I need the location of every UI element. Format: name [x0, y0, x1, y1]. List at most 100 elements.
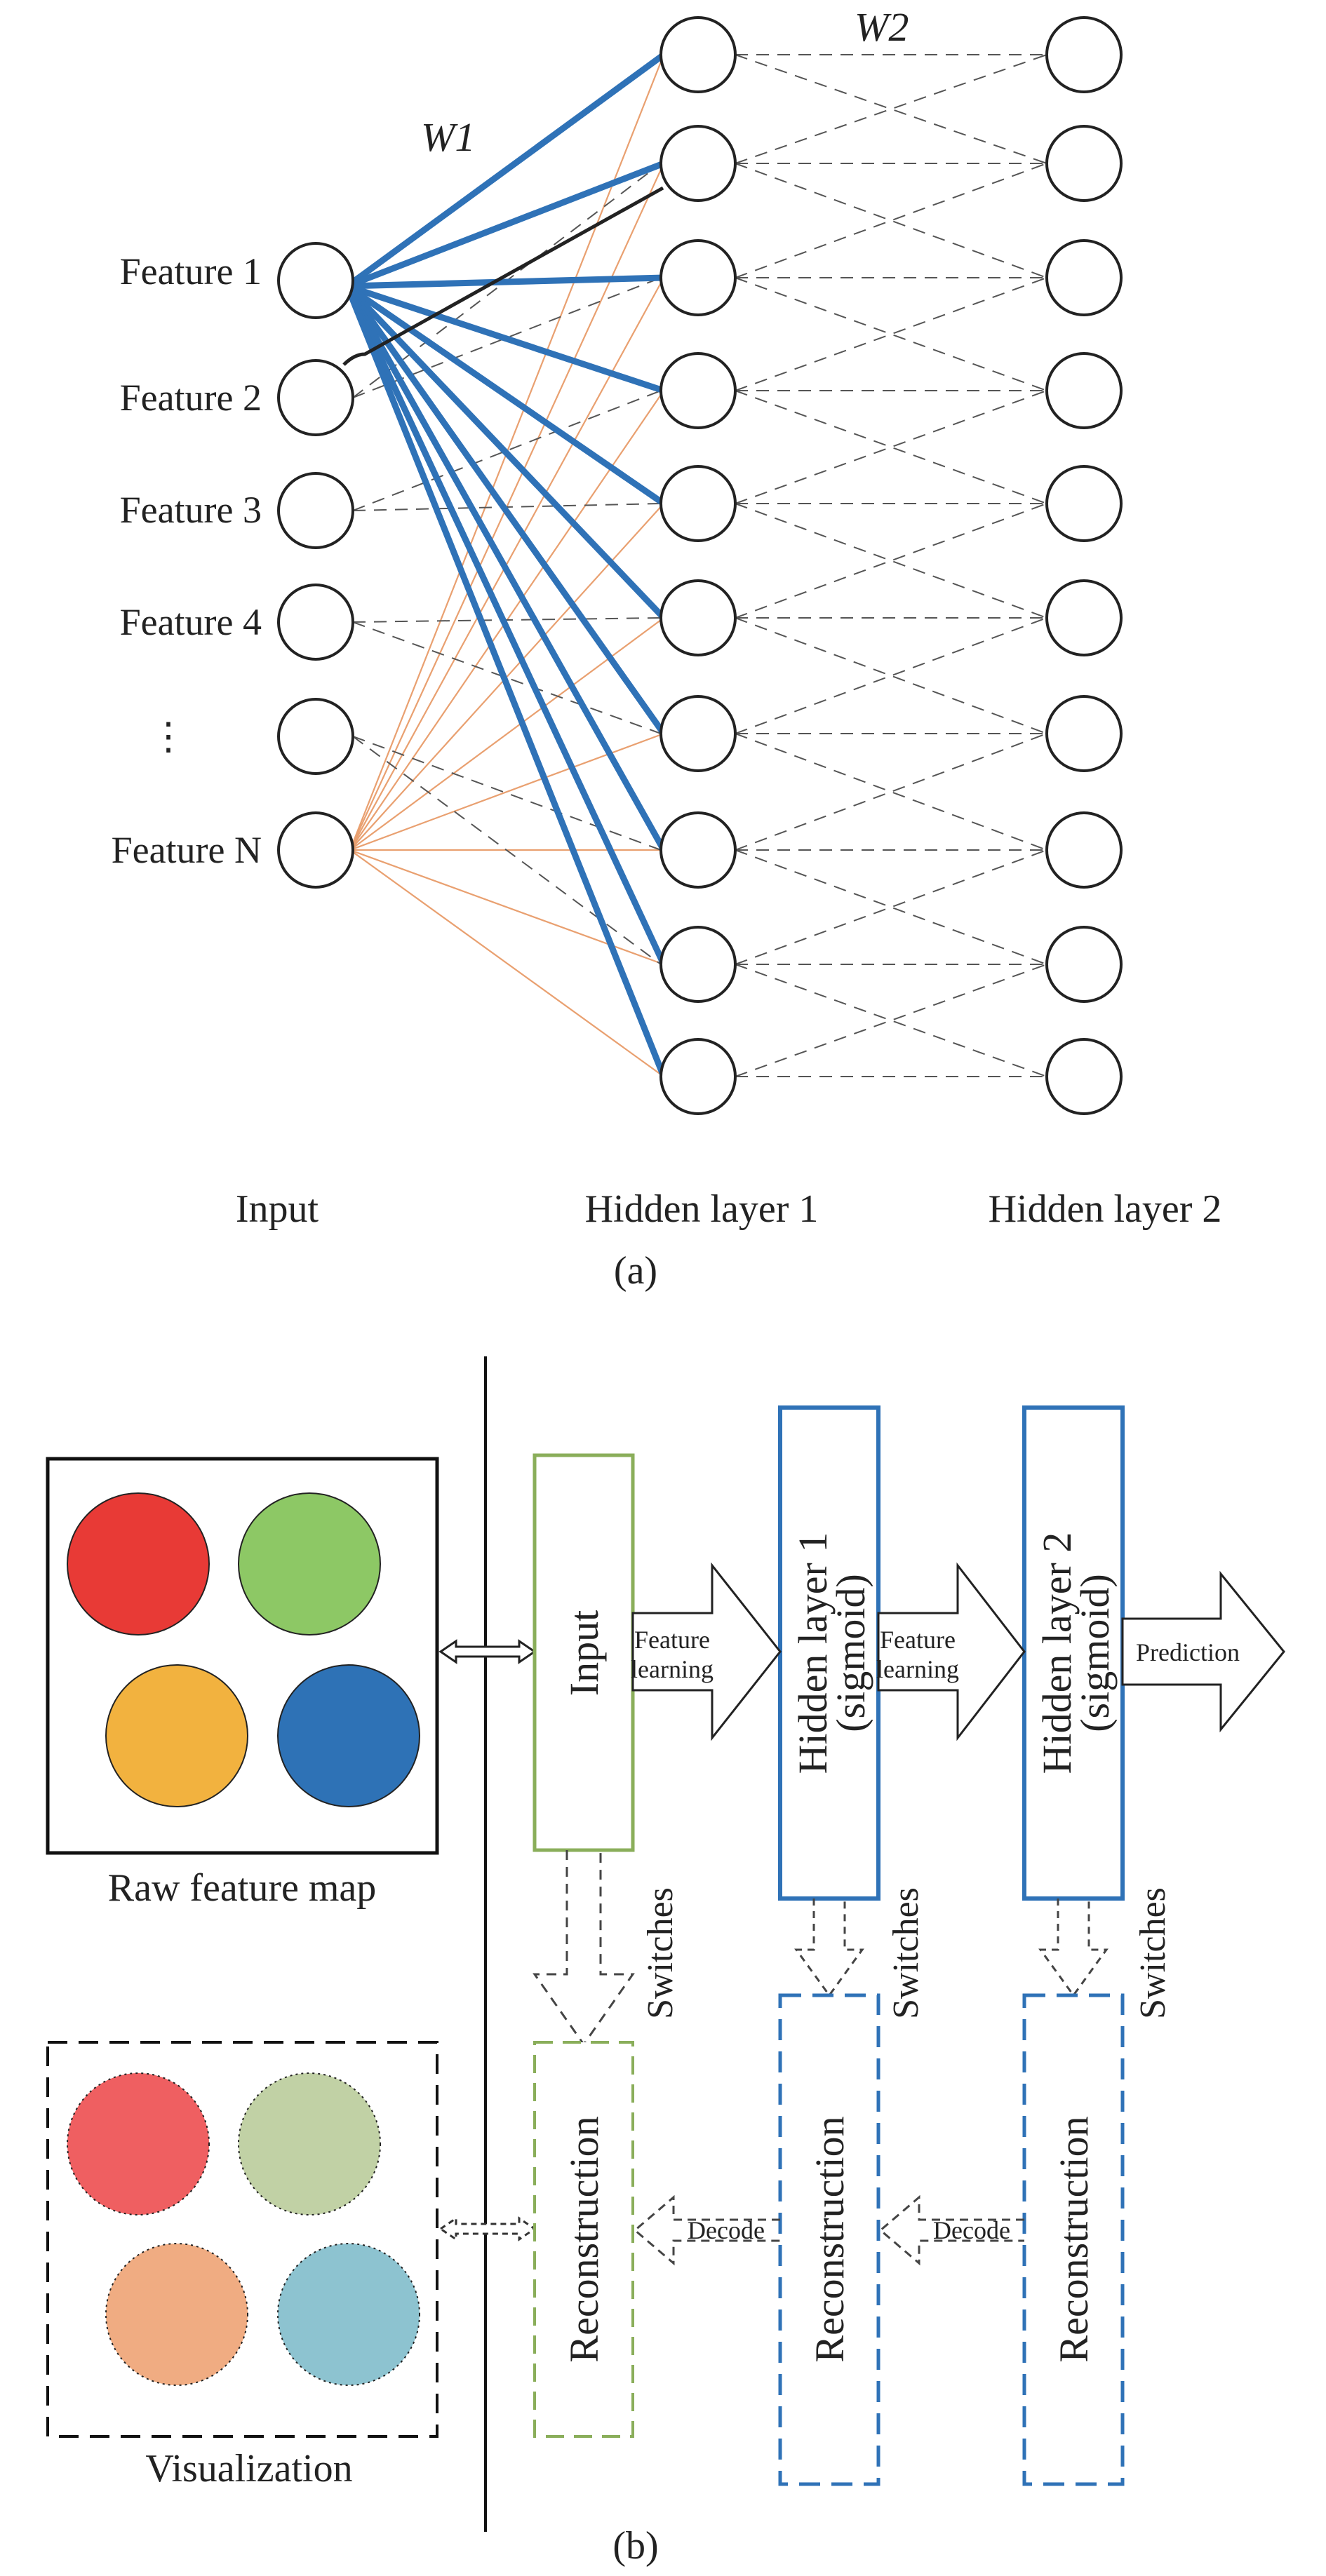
w2-edge — [735, 163, 1047, 278]
hidden1-box-title: Hidden layer 1 — [790, 1532, 836, 1774]
reconstruction-input-box — [533, 2041, 634, 2438]
input-label-feature-n: Feature N — [112, 829, 262, 871]
w1-edge — [352, 736, 662, 965]
feature1-edge — [344, 283, 667, 1080]
w2-edge — [735, 503, 1047, 619]
hidden2-node — [1045, 16, 1123, 93]
w2-edge — [735, 277, 1047, 391]
w2-edge — [735, 964, 1047, 1077]
raw-circle-green — [238, 1492, 381, 1636]
w1-edge — [352, 736, 662, 851]
hidden1-nodes — [659, 16, 737, 1115]
hidden2-node — [1045, 579, 1123, 656]
feature-learning-1-line2: learning — [631, 1655, 714, 1683]
hidden2-box — [1022, 1405, 1125, 1901]
hidden1-node — [659, 16, 737, 93]
decode-label-2: Decode — [933, 2216, 1010, 2244]
hidden2-node — [1045, 239, 1123, 316]
column-label-hidden2: Hidden layer 2 — [989, 1187, 1222, 1231]
hidden1-node — [659, 695, 737, 772]
hidden2-box-subtitle: (sigmoid) — [1072, 1574, 1118, 1732]
w2-edge — [735, 733, 1047, 851]
hidden1-node — [659, 352, 737, 429]
caption-b: (b) — [612, 2524, 658, 2568]
hidden2-node — [1045, 811, 1123, 889]
visualization-label: Visualization — [145, 2447, 352, 2490]
feature1-edge — [344, 283, 667, 621]
hidden2-box-title: Hidden layer 2 — [1034, 1532, 1080, 1774]
switches-label-1: Switches — [641, 1887, 681, 2019]
hidden1-node — [659, 125, 737, 202]
w2-edge — [735, 849, 1047, 965]
vis-circle-red — [67, 2072, 210, 2216]
visualization-frame — [46, 2041, 438, 2438]
input-node — [277, 584, 354, 661]
input-box — [533, 1453, 635, 1852]
feature-learning-2-line1: Feature — [880, 1626, 956, 1654]
w1-edge — [352, 277, 662, 398]
hidden2-nodes — [1045, 16, 1123, 1115]
input-node — [277, 242, 354, 319]
raw-circle-yellow — [105, 1664, 248, 1807]
featureN-edge — [349, 617, 664, 851]
vis-circle-green — [238, 2072, 381, 2216]
hidden1-node — [659, 465, 737, 542]
vis-to-recon-arrow — [438, 2216, 537, 2241]
hidden1-node — [659, 811, 737, 889]
input-node — [277, 811, 354, 889]
feature1-edge — [344, 51, 667, 290]
w2-edge — [735, 277, 1047, 391]
w1-edge — [352, 621, 662, 734]
input-box-label: Input — [561, 1610, 607, 1696]
w2-edge — [735, 503, 1047, 619]
w2-edge — [735, 390, 1047, 504]
feature1-edge — [344, 283, 667, 854]
feature-learning-arrow-1 — [631, 1562, 782, 1741]
w2-edge — [735, 617, 1047, 734]
input-label-feature-4: Feature 4 — [120, 601, 262, 643]
prediction-arrow — [1121, 1570, 1285, 1733]
hidden2-node — [1045, 352, 1123, 429]
highlight-edge — [342, 186, 664, 366]
feature1-edge — [344, 283, 667, 968]
w2-edges — [735, 54, 1047, 1077]
w1-edge — [352, 390, 662, 511]
hidden1-node — [659, 926, 737, 1003]
input-label-feature-1: Feature 1 — [120, 250, 262, 292]
feature1-edge — [344, 283, 667, 737]
decode-label-1: Decode — [688, 2216, 765, 2244]
input-label-feature-3: Feature 3 — [120, 489, 262, 531]
input-nodes — [277, 242, 354, 889]
column-label-input: Input — [236, 1187, 319, 1231]
feature-learning-arrow-2 — [877, 1562, 1026, 1741]
w2-edge — [735, 54, 1047, 164]
panel-b: Raw feature map Visualization Input Hidd… — [46, 1356, 1285, 2568]
hidden1-box-subtitle: (sigmoid) — [828, 1574, 873, 1732]
hidden1-node — [659, 1038, 737, 1115]
vis-circle-teal — [277, 2243, 420, 2386]
w2-edge — [735, 733, 1047, 851]
hidden2-node — [1045, 926, 1123, 1003]
column-label-hidden1: Hidden layer 1 — [585, 1187, 819, 1231]
caption-a: (a) — [614, 1249, 657, 1293]
featureN-edge — [349, 849, 664, 1077]
reconstruction-hidden1-label: Reconstruction — [807, 2116, 852, 2362]
hidden2-node — [1045, 125, 1123, 202]
feature1-edges — [344, 51, 667, 1080]
decode-arrow-2 — [878, 2194, 1024, 2266]
hidden1-node — [659, 579, 737, 656]
hidden2-node — [1045, 695, 1123, 772]
input-label-feature-2: Feature 2 — [120, 377, 262, 419]
hidden2-node — [1045, 465, 1123, 542]
decode-arrow-1 — [633, 2194, 780, 2266]
raw-circle-blue — [277, 1664, 420, 1807]
switches-arrow-hidden1 — [794, 1899, 864, 1997]
reconstruction-hidden2-label: Reconstruction — [1051, 2116, 1097, 2362]
vis-circle-orange — [105, 2243, 248, 2386]
hidden1-node — [659, 239, 737, 316]
w2-edge — [735, 390, 1047, 504]
switches-arrow-hidden2 — [1038, 1899, 1109, 1997]
featureN-edge — [349, 732, 664, 851]
feature1-edge — [344, 283, 667, 394]
